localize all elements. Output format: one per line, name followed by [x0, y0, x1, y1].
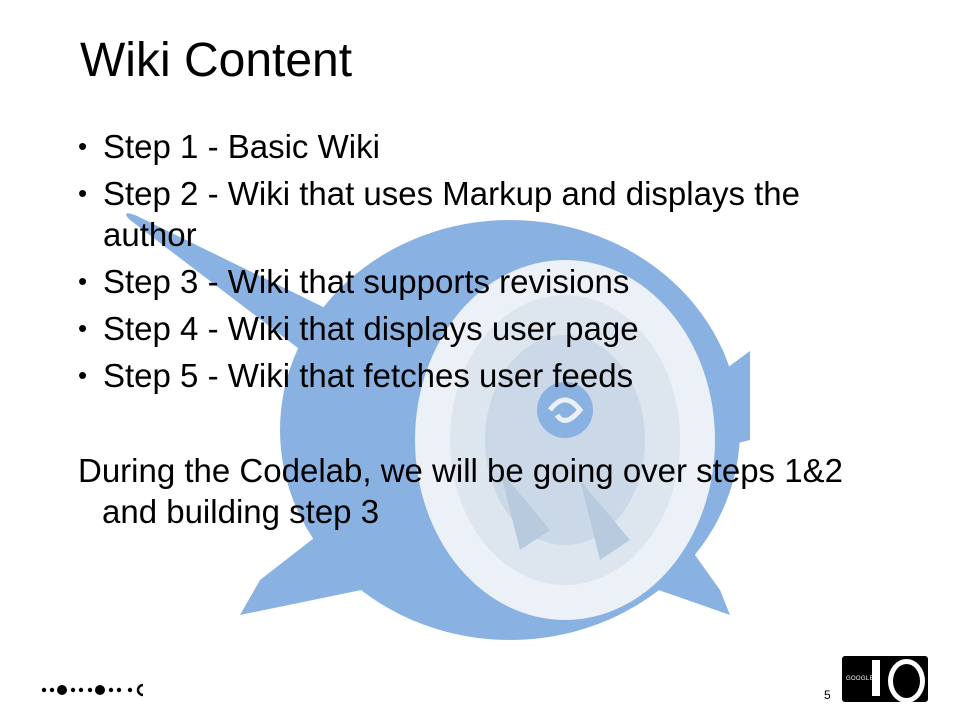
bullet-item: • Step 5 - Wiki that fetches user feeds	[78, 355, 838, 396]
dots-pattern-icon	[41, 683, 144, 697]
bullet-icon: •	[78, 178, 88, 208]
bullet-icon: •	[78, 313, 88, 343]
page-number: 5	[824, 688, 831, 702]
bullet-item: • Step 2 - Wiki that uses Markup and disp…	[78, 173, 838, 255]
bullet-text: Step 4 - Wiki that displays user page	[103, 310, 639, 347]
google-io-logo-icon: GOOGLE	[842, 656, 928, 703]
bullet-text: Step 2 - Wiki that uses Markup and displ…	[103, 175, 800, 253]
bullet-item: • Step 3 - Wiki that supports revisions	[78, 261, 838, 302]
app-engine-logo-icon	[126, 213, 750, 640]
bullet-text: Step 3 - Wiki that supports revisions	[103, 263, 630, 300]
bullet-item: • Step 4 - Wiki that displays user page	[78, 308, 838, 349]
bullet-item: • Step 1 - Basic Wiki	[78, 126, 838, 167]
logo-small-text: GOOGLE	[846, 676, 874, 682]
bullet-icon: •	[78, 131, 88, 161]
bullet-text: Step 5 - Wiki that fetches user feeds	[103, 357, 634, 394]
bullet-list: • Step 1 - Basic Wiki • Step 2 - Wiki that…	[78, 126, 838, 402]
logo-o-shape	[888, 659, 925, 703]
bullet-icon: •	[78, 266, 88, 296]
logo-i-shape	[872, 660, 880, 696]
bullet-icon: •	[78, 360, 88, 390]
codelab-note: During the Codelab, we will be going ove…	[78, 452, 843, 530]
bullet-text: Step 1 - Basic Wiki	[103, 128, 380, 165]
slide-title: Wiki Content	[80, 34, 353, 87]
